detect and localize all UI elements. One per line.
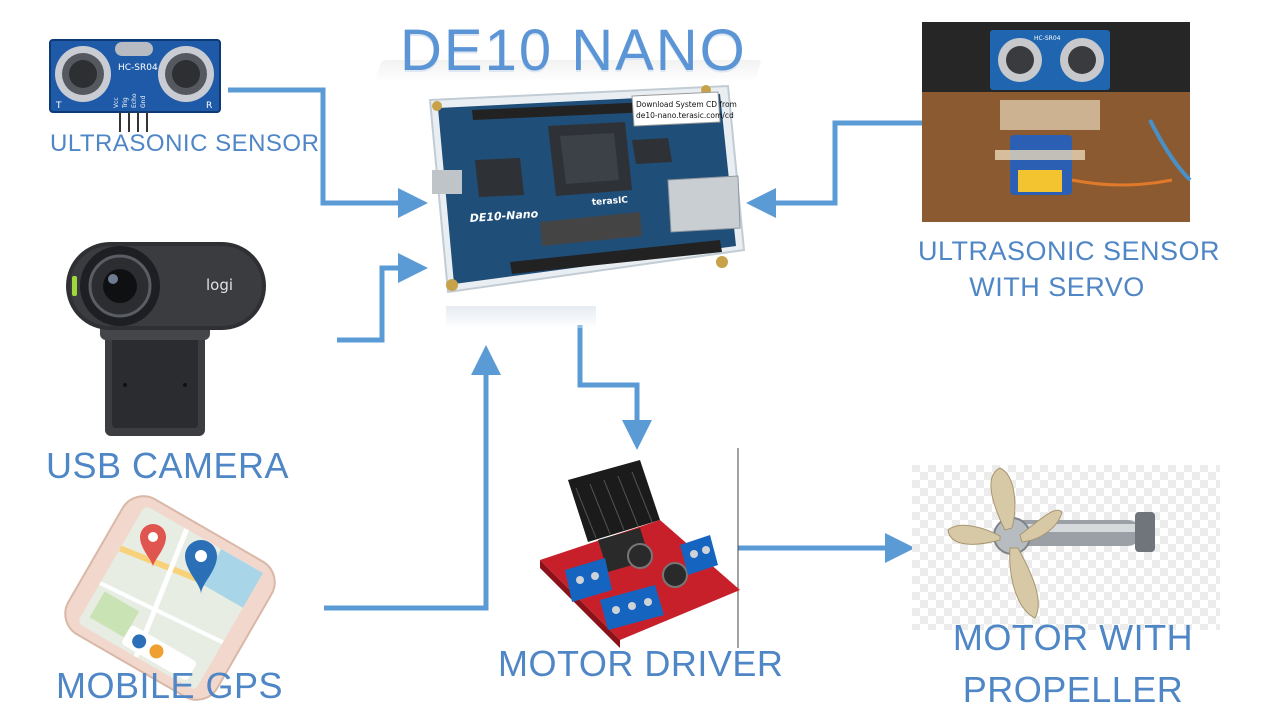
de10-nano-board-image: Download System CD from de10-nano.terasi…: [428, 84, 746, 294]
label-ultrasonic-sensor: ULTRASONIC SENSOR: [50, 130, 320, 157]
label-usb-camera: USB CAMERA: [46, 445, 290, 486]
label-ultrasonic-servo-line2: WITH SERVO: [969, 272, 1145, 302]
motor-propeller-image: [912, 465, 1220, 630]
diagram-title: DE10 NANO: [400, 18, 747, 83]
sensor-pin-t: T: [55, 101, 62, 111]
sensor-pin-vcc: Vcc: [113, 97, 120, 108]
label-ultrasonic-servo-line1: ULTRASONIC SENSOR: [918, 236, 1221, 266]
arrow-board-to-driver: [577, 325, 652, 450]
label-mobile-gps: MOBILE GPS: [56, 665, 284, 706]
camera-brand-logo: logi: [206, 276, 233, 294]
board-name-text: DE10-Nano: [469, 207, 539, 225]
mobile-gps-image: [64, 495, 276, 701]
arrow-ultrasonic-to-board: [228, 87, 428, 218]
arrow-gps-to-board: [324, 345, 501, 611]
label-motor-driver: MOTOR DRIVER: [498, 643, 784, 684]
sensor-pin-gnd: Gnd: [140, 96, 147, 108]
label-motor-propeller-line2: PROPELLER: [962, 669, 1184, 710]
board-reflection: [446, 306, 596, 328]
ultrasonic-servo-image: HC-SR04: [922, 22, 1192, 222]
connectors: [228, 87, 922, 648]
ultrasonic-sensor-image: HC-SR04 T R Vcc Trig Echo Gnd: [49, 39, 221, 132]
arrow-camera-to-board: [337, 253, 428, 343]
sensor-pin-echo: Echo: [131, 93, 138, 108]
board-cd-note-line2: de10-nano.terasic.com/cd: [636, 111, 734, 120]
label-motor-propeller-line1: MOTOR WITH: [952, 617, 1194, 658]
arrow-servo-to-board: [746, 120, 922, 218]
board-cd-note-line1: Download System CD from: [636, 100, 737, 109]
sensor-model-text: HC-SR04: [118, 63, 158, 73]
sensor-pin-r: R: [206, 101, 212, 111]
servo-sensor-model-text: HC-SR04: [1034, 35, 1061, 42]
board-maker-text: terasIC: [592, 195, 629, 208]
usb-camera-image: logi: [66, 242, 266, 436]
sensor-pin-trig: Trig: [122, 97, 129, 109]
motor-driver-image: [540, 460, 740, 648]
